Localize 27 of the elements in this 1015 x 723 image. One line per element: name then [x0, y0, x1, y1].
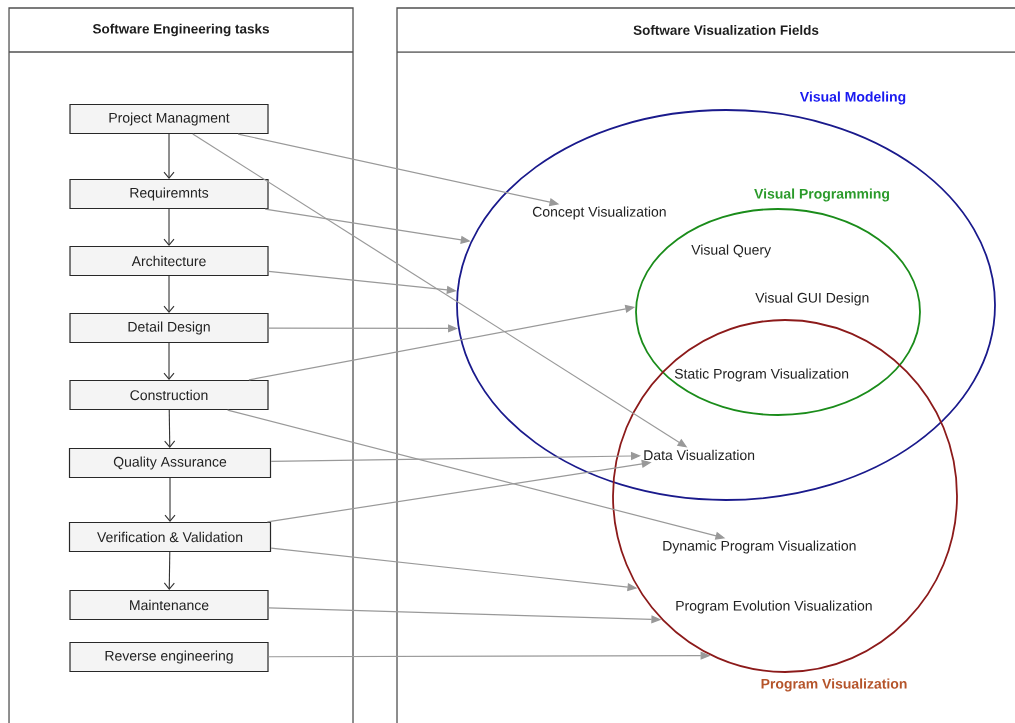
arrow — [164, 477, 176, 522]
field-label: Visual GUI Design — [755, 292, 869, 306]
arrow — [164, 409, 176, 448]
task-box: Reverse engineering — [69, 641, 269, 673]
task-box: Requiremnts — [69, 178, 269, 210]
field-label: Data Visualization — [644, 449, 755, 461]
node-label: Visual Programming — [754, 188, 890, 202]
field-label: Program Evolution Visualization — [676, 600, 872, 614]
field-label: Dynamic Program Visualization — [663, 540, 856, 554]
field-label: Concept Visualization — [532, 206, 666, 220]
node-label: Program Visualization — [761, 678, 907, 692]
task-box: Project Managment — [69, 103, 269, 135]
task-box: Architecture — [69, 245, 269, 277]
arrow — [163, 342, 175, 380]
arrow — [268, 324, 458, 333]
arrow — [163, 208, 175, 246]
task-box: Quality Assurance — [68, 447, 272, 479]
task-box: Verification & Validation — [68, 521, 272, 553]
arrow — [163, 133, 175, 179]
task-box: Detail Design — [69, 312, 269, 344]
node-label: Visual Modeling — [799, 91, 906, 105]
field-label: Static Program Visualization — [674, 368, 849, 382]
field-label: Visual Query — [691, 244, 772, 258]
arrow — [163, 551, 175, 590]
arrow — [163, 275, 175, 313]
task-box: Maintenance — [69, 589, 269, 621]
task-box: Construction — [69, 379, 269, 411]
